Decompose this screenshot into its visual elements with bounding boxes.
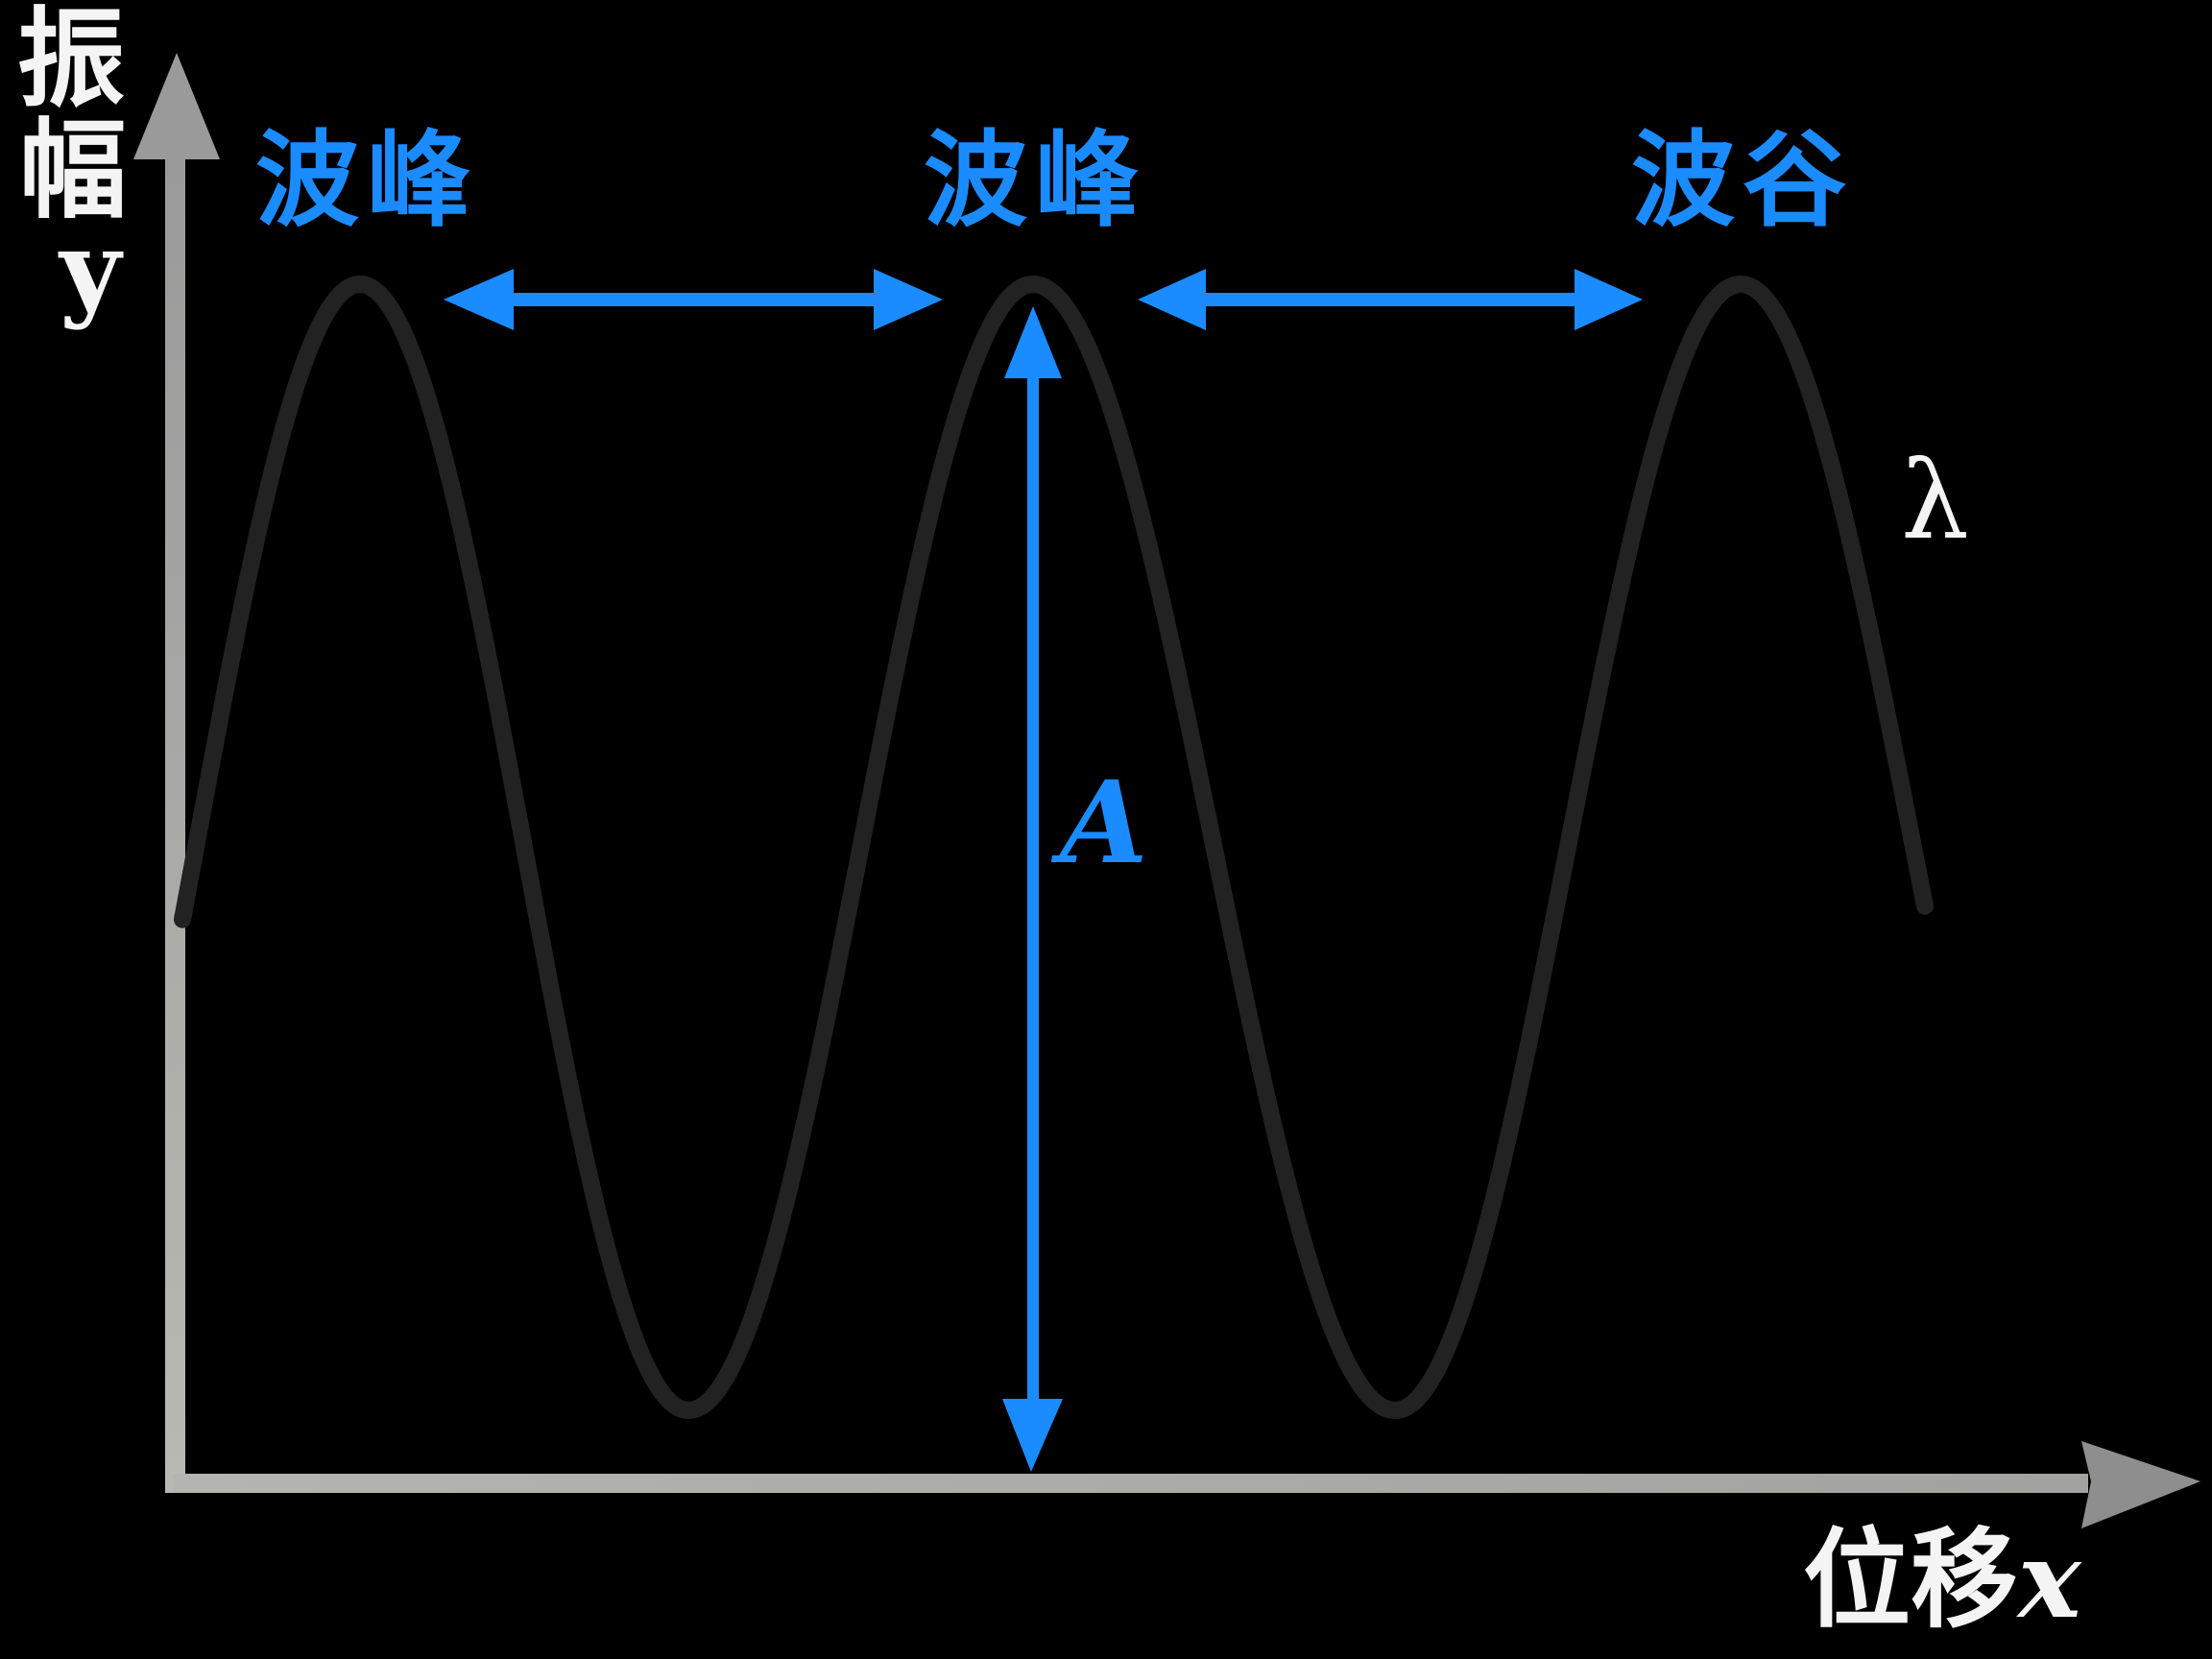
y-axis-label-char-1: 振: [17, 0, 125, 122]
amplitude-arrow: [1002, 306, 1063, 1472]
arrow-left-head-icon: [444, 269, 514, 330]
y-axis-symbol: y: [60, 207, 121, 331]
x-axis-label: 位移x: [1803, 1527, 2081, 1634]
peak-label-2: 波峰: [924, 120, 1147, 241]
trough-label: 波谷: [1631, 120, 1855, 241]
x-axis-symbol: x: [2018, 1518, 2081, 1642]
x-axis-line: [173, 1474, 2088, 1493]
wavelength-arrow-2: [1138, 269, 1643, 330]
amplitude-label: A: [1060, 756, 1148, 889]
arrow-up-head-icon: [1004, 306, 1062, 378]
wavelength-arrow-1-shaft: [509, 293, 878, 306]
peak-label-1: 波峰: [255, 120, 479, 241]
wavelength-arrow-1: [444, 269, 943, 330]
x-axis: [173, 1441, 2200, 1528]
wavelength-symbol: λ: [1901, 439, 1969, 564]
y-axis-label-char-2: 幅: [19, 108, 127, 233]
arrow-down-head-icon: [1002, 1399, 1063, 1472]
sine-wave-curve: [174, 276, 1934, 1419]
y-axis-line: [165, 154, 185, 1493]
wavelength-arrow-2-shaft: [1200, 293, 1579, 306]
x-axis-arrowhead-icon: [2081, 1441, 2200, 1528]
arrow-right-head-icon: [1575, 269, 1643, 330]
arrow-left-head-icon: [1138, 269, 1206, 330]
y-axis-arrowhead-icon: [133, 53, 220, 159]
y-axis: [133, 53, 220, 1493]
arrow-right-head-icon: [874, 269, 943, 330]
amplitude-arrow-shaft: [1027, 374, 1039, 1402]
x-axis-label-text: 位移: [1803, 1517, 2018, 1643]
